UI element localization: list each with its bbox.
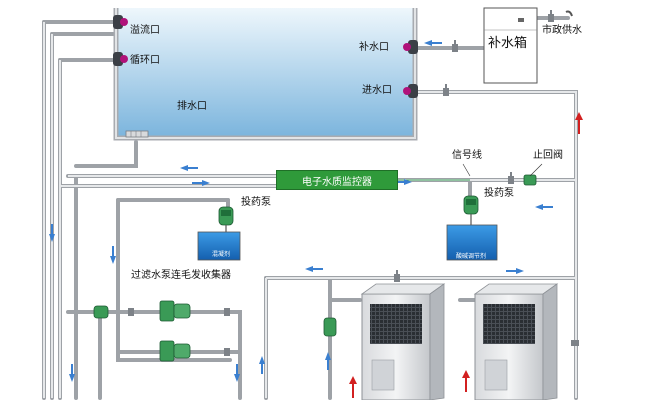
- dosing-pump-right-label: 投药泵: [484, 188, 514, 199]
- faucet-icon: [565, 10, 573, 17]
- inlet-port-icon: [403, 84, 418, 98]
- heat-pump-unit-left-icon: [360, 283, 446, 400]
- arrow-icon: [325, 352, 331, 370]
- arrow-icon: [462, 370, 470, 392]
- makeup-port-label: 补水口: [359, 42, 389, 53]
- pipe-highlight: [43, 22, 577, 398]
- arrow-icon: [69, 364, 75, 382]
- makeup-port-icon: [403, 40, 418, 54]
- arrow-icon: [575, 112, 583, 134]
- water-quality-controller: 电子水质监控器: [276, 170, 398, 190]
- arrow-icon: [305, 266, 323, 272]
- arrow-icon: [506, 268, 524, 274]
- filter-pump-label: 过滤水泵连毛发收集器: [131, 270, 231, 281]
- overflow-port-label: 溢流口: [130, 25, 160, 36]
- arrow-icon: [234, 364, 240, 382]
- inline-pump-icon: [323, 317, 337, 337]
- dosing-pump-left-icon: [218, 206, 234, 236]
- coagulant-tank: [197, 231, 241, 261]
- flow-arrows: [49, 40, 553, 382]
- dosing-pump-right-icon: [463, 195, 479, 228]
- dosing-pump-left-label: 投药泵: [241, 197, 271, 208]
- arrow-icon: [259, 356, 265, 374]
- arrow-icon: [349, 376, 357, 398]
- valve-icon: [128, 10, 579, 356]
- signal-line-label: 信号线: [452, 150, 482, 161]
- drain-port-label: 排水口: [177, 101, 207, 112]
- overflow-port-icon: [113, 15, 128, 29]
- filter-pump-upper-icon: [159, 300, 191, 322]
- circulation-port-icon: [113, 52, 128, 66]
- arrow-icon: [535, 204, 553, 210]
- arrow-icon: [394, 179, 412, 185]
- ph-adjuster-tank: [446, 224, 498, 261]
- ph-tank-label: 酸碱调节剂: [456, 253, 487, 260]
- heat-pump-unit-right-icon: [473, 283, 559, 400]
- return-arrows: [349, 112, 583, 398]
- arrow-icon: [424, 40, 442, 46]
- circulation-port-label: 循环口: [130, 55, 160, 66]
- strainer-icon: [93, 305, 109, 319]
- arrow-icon: [110, 246, 116, 264]
- coagulant-tank-label: 混凝剂: [212, 251, 231, 258]
- makeup-tank-label: 补水箱: [488, 36, 528, 51]
- controller-label: 电子水质监控器: [302, 176, 372, 188]
- arrow-icon: [192, 180, 210, 186]
- arrow-icon: [49, 224, 55, 242]
- check-valve-label: 止回阀: [533, 150, 563, 161]
- inlet-port-label: 进水口: [362, 85, 392, 96]
- arrow-icon: [180, 165, 198, 171]
- check-valve-icon: [523, 174, 537, 186]
- municipal-supply-label: 市政供水: [542, 25, 582, 36]
- filter-pump-lower-icon: [159, 340, 191, 362]
- pool: [113, 8, 418, 141]
